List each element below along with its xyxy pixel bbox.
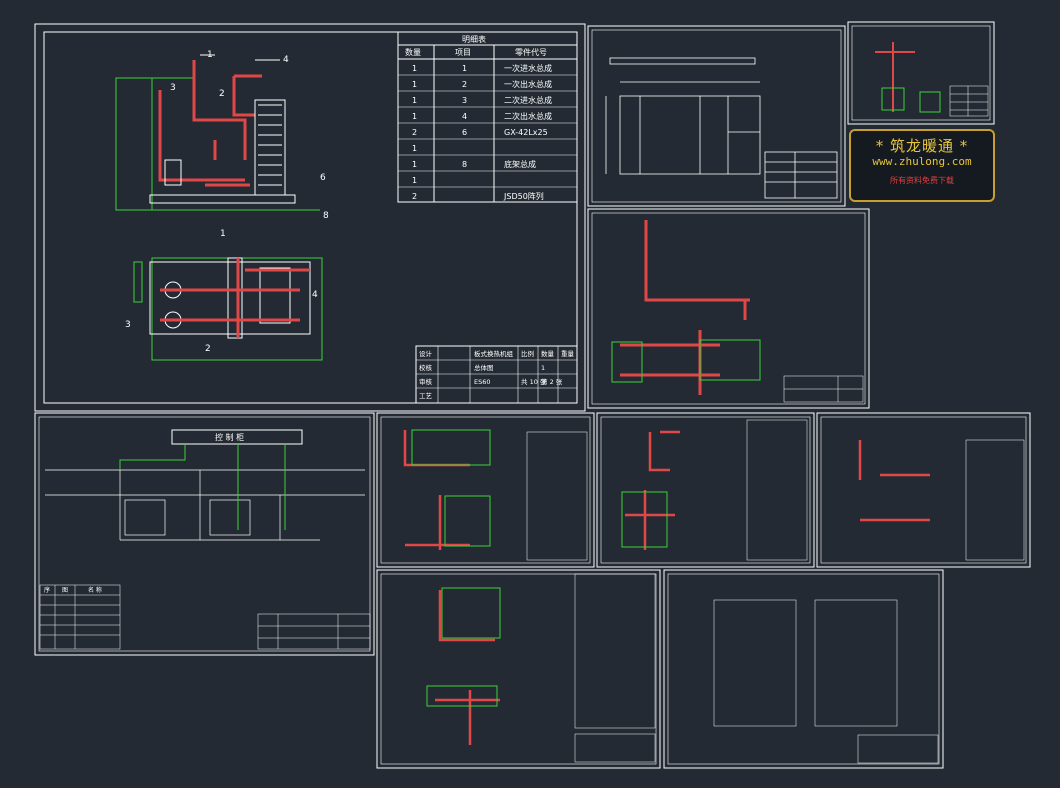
callout-1: 1 (207, 50, 213, 60)
parts-table-cell: 2 (462, 80, 467, 89)
zhulong-watermark[interactable]: * 筑龙暖通 * www.zhulong.com 所有资料免费下载 (849, 129, 995, 202)
title-block-cell: 重量 (561, 350, 575, 358)
callout-3: 3 (170, 83, 176, 93)
parts-table-cell: 3 (462, 96, 467, 105)
parts-table-cell: JSD50阵列 (503, 191, 544, 201)
sheet-parts-list[interactable] (663, 569, 944, 769)
elevation-view: 1 2 3 4 6 8 (115, 50, 329, 221)
title-block-cell: 总体图 (474, 363, 494, 372)
sheet-piping-a[interactable] (376, 412, 595, 568)
parts-table-cell: 底架总成 (504, 159, 536, 169)
parts-table-title: 明细表 (462, 34, 486, 44)
watermark-url[interactable]: www.zhulong.com (872, 155, 972, 168)
plan-callout-1: 1 (220, 229, 226, 239)
callout-8: 8 (323, 211, 329, 221)
parts-header-qty: 数量 (405, 47, 421, 57)
parts-table-cell: 1 (412, 112, 417, 121)
parts-header-item: 项目 (455, 48, 471, 57)
title-block-cell: 1 (541, 364, 545, 372)
parts-table-cell: 2 (412, 192, 417, 201)
parts-table-cell: 8 (462, 160, 467, 169)
sheet-piping-iso[interactable] (587, 208, 870, 409)
legend-col-3: 名 称 (88, 586, 102, 594)
sheet-piping-b[interactable] (596, 412, 815, 568)
parts-table-cell: 二次进水总成 (504, 95, 552, 105)
parts-table-cell: 1 (412, 96, 417, 105)
title-block-cell: 审核 (419, 377, 433, 386)
parts-table-cell: GX-42Lx25 (504, 128, 548, 137)
watermark-note: 所有资料免费下载 (890, 176, 954, 185)
plan-callout-4: 4 (312, 290, 318, 300)
parts-table-cell: 1 (412, 160, 417, 169)
sheet-piping-c[interactable] (816, 412, 1031, 568)
callout-4: 4 (283, 55, 289, 65)
title-block-cell: 校核 (419, 363, 433, 372)
title-block-cell: 板式换热机组 (474, 349, 514, 358)
parts-table-cell: 2 (412, 128, 417, 137)
parts-table-cell: 1 (412, 144, 417, 153)
callout-6: 6 (320, 173, 326, 183)
watermark-title: * 筑龙暖通 * (875, 137, 969, 155)
parts-table-cell: 1 (462, 64, 467, 73)
title-block: 设计 板式换热机组比例数量重量校核 总体图 1 审核 ES60 共 10 张第 2 张工艺 (415, 345, 578, 404)
parts-table-cell: 1 (412, 64, 417, 73)
title-block-cell: 第 2 张 (541, 377, 563, 386)
parts-table-cell: 1 (412, 80, 417, 89)
parts-table-cell: 4 (462, 112, 467, 121)
title-block-cell: 设计 (419, 349, 433, 358)
plan-callout-3: 3 (125, 320, 131, 330)
legend-col-2: 图 (62, 587, 68, 594)
parts-table-cell: 一次进水总成 (504, 63, 552, 73)
title-block-cell: 工艺 (419, 392, 433, 400)
parts-header-code: 零件代号 (515, 47, 547, 57)
title-block-cell: 共 10 张 (521, 377, 547, 386)
plan-callout-2: 2 (205, 344, 211, 354)
parts-table-cell: 一次出水总成 (504, 79, 552, 89)
sheet-detail[interactable] (847, 21, 995, 125)
parts-table-cell: 1 (412, 176, 417, 185)
plan-view: 1 2 3 4 (125, 229, 323, 361)
callout-2: 2 (219, 89, 225, 99)
controller-label: 控 制 柜 (215, 432, 244, 442)
parts-table-rows: 1 1 一次进水总成 1 2 一次出水总成 1 3 二次进水总成 1 4 二次出水总成 2 6 GX-42L… (412, 63, 552, 201)
parts-table-cell: 6 (462, 128, 467, 137)
legend-col-1: 序 (44, 586, 50, 594)
title-block-cells: 设计 板式换热机组比例数量重量校核 总体图 1 审核 ES60 共 10 张第 2 张工艺 (419, 349, 575, 400)
parts-table-cell: 二次出水总成 (504, 111, 552, 121)
sheet-assembly[interactable]: 1 2 3 4 6 8 1 2 3 (34, 23, 586, 412)
sheet-schematic[interactable]: 控 制 柜 序 图 名 称 (34, 412, 375, 656)
sheet-piping-d[interactable] (376, 569, 661, 769)
title-block-cell: 数量 (541, 349, 555, 358)
title-block-cell: 比例 (521, 349, 534, 358)
title-block-cell: ES60 (474, 378, 491, 386)
sheet-tank[interactable] (587, 25, 846, 207)
